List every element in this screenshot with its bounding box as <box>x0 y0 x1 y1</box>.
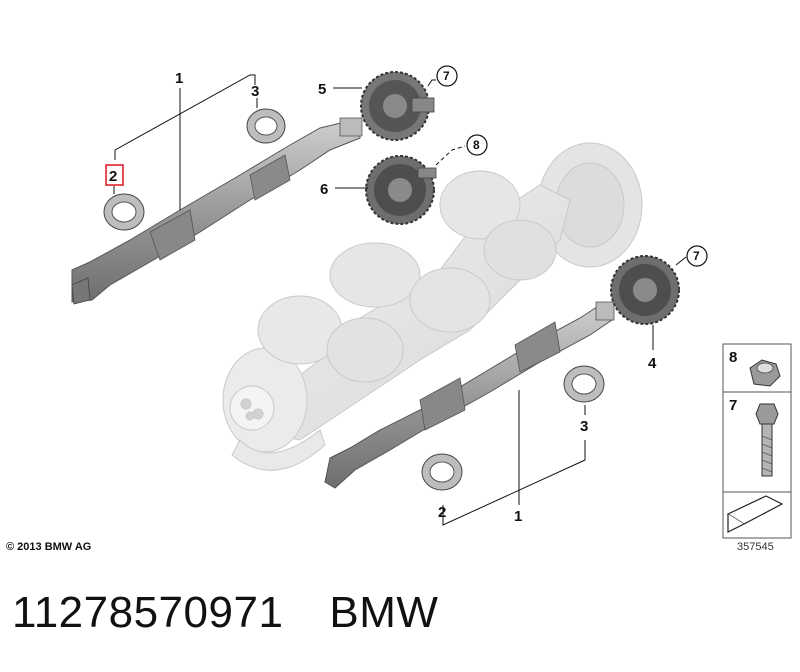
legend-label-7: 7 <box>729 397 737 414</box>
needle-bearing-lower-right <box>563 365 605 403</box>
copyright-text: © 2013 BMW AG <box>6 541 92 553</box>
highlight-box-2 <box>105 164 124 186</box>
needle-bearing-upper-right <box>246 108 286 144</box>
gear-4 <box>610 255 680 325</box>
part-number: 11278570971 <box>12 588 284 637</box>
circled-callout-8-top: 8 <box>466 134 488 156</box>
callout-2-left: 2 <box>109 168 117 185</box>
callout-3-top: 3 <box>251 83 259 100</box>
crankshaft-ghost <box>222 142 643 471</box>
svg-text:7: 7 <box>693 249 700 263</box>
bolt-icon <box>755 403 779 477</box>
nut-icon <box>749 359 781 387</box>
svg-text:8: 8 <box>473 138 480 152</box>
diagram-id: 357545 <box>737 541 774 553</box>
svg-text:7: 7 <box>443 69 450 83</box>
leader-lines <box>113 74 687 526</box>
balance-shaft-upper <box>71 117 363 305</box>
needle-bearing-lower-left <box>421 453 463 491</box>
callout-5: 5 <box>318 81 326 98</box>
fastener-legend: 8 7 <box>722 343 792 539</box>
callout-4: 4 <box>648 355 657 372</box>
brand-name: BMW <box>329 588 439 637</box>
callout-3-bottom: 3 <box>580 418 588 435</box>
callout-2-bottom: 2 <box>438 504 446 521</box>
washer-arrow-icon <box>726 495 784 533</box>
needle-bearing-upper-left <box>103 193 145 231</box>
circled-callout-7-top: 7 <box>436 65 458 87</box>
callout-1-bottom: 1 <box>514 508 522 525</box>
legend-label-8: 8 <box>729 349 737 366</box>
gear-6 <box>365 155 437 225</box>
balance-shaft-lower <box>324 301 615 489</box>
callout-6: 6 <box>320 181 328 198</box>
circled-callout-7-right: 7 <box>686 245 708 267</box>
gear-5 <box>360 71 435 141</box>
footer-caption: 11278570971 BMW <box>12 588 438 638</box>
callout-1-top: 1 <box>175 70 183 87</box>
